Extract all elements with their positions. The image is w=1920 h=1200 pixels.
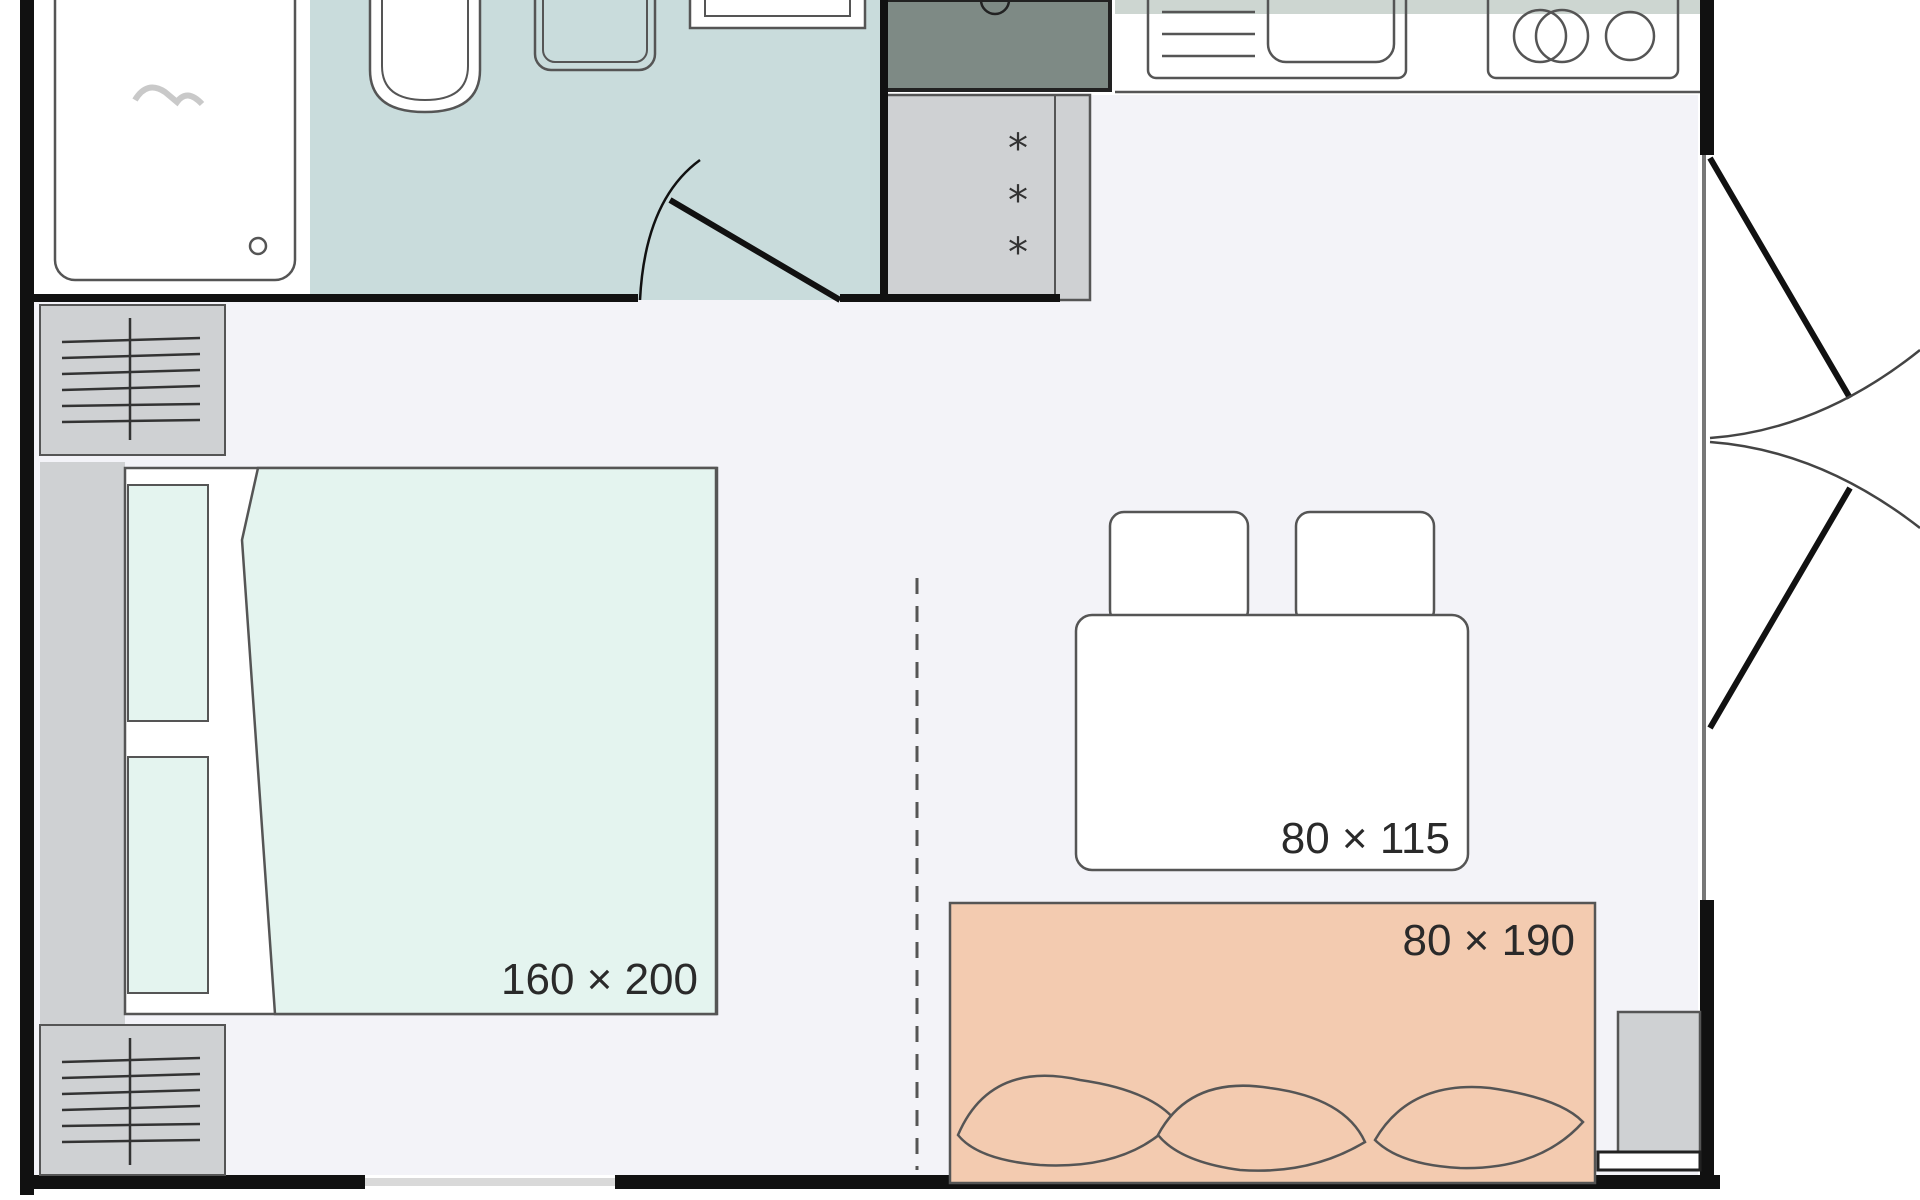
stove-icon: [1486, 0, 1680, 80]
svg-text:*: *: [1008, 126, 1028, 172]
heater-icon: [39, 304, 226, 456]
bathroom-sink-icon: [533, 0, 867, 72]
svg-text:*: *: [1008, 178, 1028, 224]
table-size-label: 80 × 115: [1281, 814, 1450, 863]
bathtub-icon: [53, 0, 297, 282]
svg-text:*: *: [1008, 230, 1028, 276]
heater-icon: [39, 1024, 226, 1176]
chair: [1294, 510, 1436, 626]
dining-table: 80 × 115: [1074, 510, 1470, 872]
wall-right-top: [1700, 0, 1714, 155]
toilet-icon: [368, 0, 482, 114]
wall-left: [20, 0, 34, 1195]
wall-bottom-left: [20, 1175, 365, 1189]
wall-right-bottom: [1700, 900, 1714, 1189]
double-bed: 160 × 200: [40, 462, 719, 1024]
single-bed-size-label: 80 × 190: [1403, 916, 1576, 965]
cushion: [1156, 1084, 1367, 1172]
utility-block: [883, 0, 1112, 92]
pillow: [127, 756, 209, 994]
entrance-doors: [1707, 156, 1920, 730]
bathroom-door: [668, 197, 842, 303]
kitchen-sink-icon: [1146, 0, 1408, 80]
window-bottom: [365, 1178, 615, 1186]
single-bed: 80 × 190: [948, 901, 1597, 1185]
side-cabinet: [1616, 1010, 1702, 1154]
double-bed-size-label: 160 × 200: [501, 955, 698, 1004]
drain-icon: [979, 0, 1011, 16]
bathroom-door-swing: [638, 158, 701, 301]
fridge-icon: * * *: [883, 93, 1092, 302]
pillow: [127, 484, 209, 722]
chair: [1108, 510, 1250, 626]
kitchen-counter: [1115, 0, 1700, 92]
cushion: [1373, 1085, 1585, 1170]
